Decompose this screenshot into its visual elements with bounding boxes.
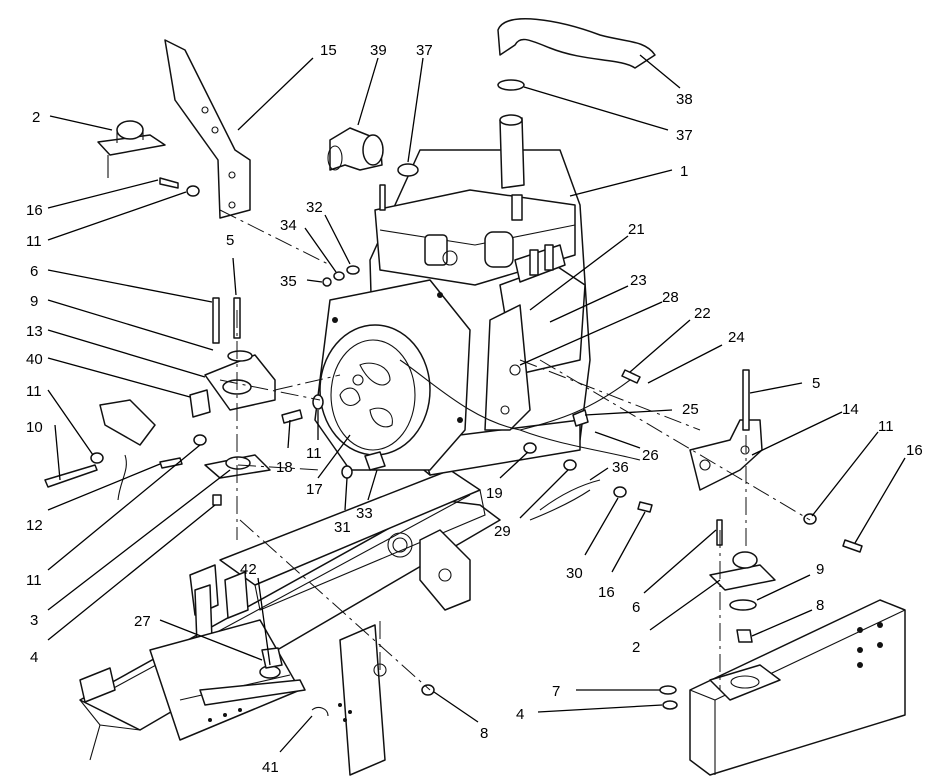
callout-8: 8 [816, 597, 824, 614]
callout-6: 6 [30, 263, 38, 280]
callout-11: 11 [26, 383, 42, 400]
callout-40: 40 [26, 351, 43, 368]
callout-21: 21 [628, 221, 645, 238]
callout-36: 36 [612, 459, 629, 476]
callout-24: 24 [728, 329, 745, 346]
callout-37: 37 [676, 127, 693, 144]
callout-32: 32 [306, 199, 323, 216]
callout-30: 30 [566, 565, 583, 582]
callout-7: 7 [552, 683, 560, 700]
callout-26: 26 [642, 447, 659, 464]
callout-11: 11 [306, 445, 322, 462]
callout-2: 2 [32, 109, 40, 126]
right-engine-bracket [484, 304, 531, 431]
callout-16: 16 [598, 584, 615, 601]
callout-23: 23 [630, 272, 647, 289]
callout-11: 11 [26, 572, 42, 589]
leader-lines [47, 54, 906, 753]
callout-38: 38 [676, 91, 693, 108]
callout-27: 27 [134, 613, 151, 630]
callout-5: 5 [812, 375, 820, 392]
callout-33: 33 [356, 505, 373, 522]
callout-9: 9 [816, 561, 824, 578]
hose-clamp-2 [397, 163, 419, 177]
callout-19: 19 [486, 485, 503, 502]
callout-15: 15 [320, 42, 337, 59]
callout-6: 6 [632, 599, 640, 616]
small-hardware [259, 265, 537, 717]
callout-10: 10 [26, 419, 43, 436]
callout-13: 13 [26, 323, 43, 340]
hose-clamp [497, 79, 525, 91]
callout-4: 4 [30, 649, 38, 666]
alignment-lines [219, 209, 811, 691]
callout-4: 4 [516, 706, 524, 723]
callout-11: 11 [878, 418, 894, 435]
callout-9: 9 [30, 293, 38, 310]
callout-11: 11 [26, 233, 42, 250]
left-lower-mount [44, 297, 276, 506]
flywheel-housing [314, 279, 471, 471]
callout-16: 16 [906, 442, 923, 459]
callout-35: 35 [280, 273, 297, 290]
intake-elbow [327, 127, 384, 171]
frame-chassis [79, 469, 501, 776]
bolt-washer-top-left [159, 177, 200, 197]
rubber-mount-top [97, 120, 166, 178]
callout-5: 5 [226, 232, 234, 249]
radiator-hose [497, 18, 656, 69]
callout-2: 2 [632, 639, 640, 656]
callout-29: 29 [494, 523, 511, 540]
callout-28: 28 [662, 289, 679, 306]
callout-22: 22 [694, 305, 711, 322]
callout-3: 3 [30, 612, 38, 629]
callout-16: 16 [26, 202, 43, 219]
callout-41: 41 [262, 759, 279, 776]
callout-18: 18 [276, 459, 293, 476]
callout-34: 34 [280, 217, 297, 234]
callout-25: 25 [682, 401, 699, 418]
callout-37: 37 [416, 42, 433, 59]
callout-31: 31 [334, 519, 351, 536]
callout-8: 8 [480, 725, 488, 742]
callout-14: 14 [842, 401, 859, 418]
throttle-cable [399, 359, 653, 521]
callout-12: 12 [26, 517, 43, 534]
callout-1: 1 [680, 163, 688, 180]
right-frame-rail [689, 599, 906, 776]
right-mount-assembly [659, 369, 863, 710]
callout-42: 42 [240, 561, 257, 578]
callout-labels: 15 39 37 2 16 11 5 6 9 13 40 11 10 12 11… [26, 42, 923, 776]
callout-39: 39 [370, 42, 387, 59]
callout-17: 17 [306, 481, 323, 498]
left-mount-bracket [164, 39, 251, 219]
